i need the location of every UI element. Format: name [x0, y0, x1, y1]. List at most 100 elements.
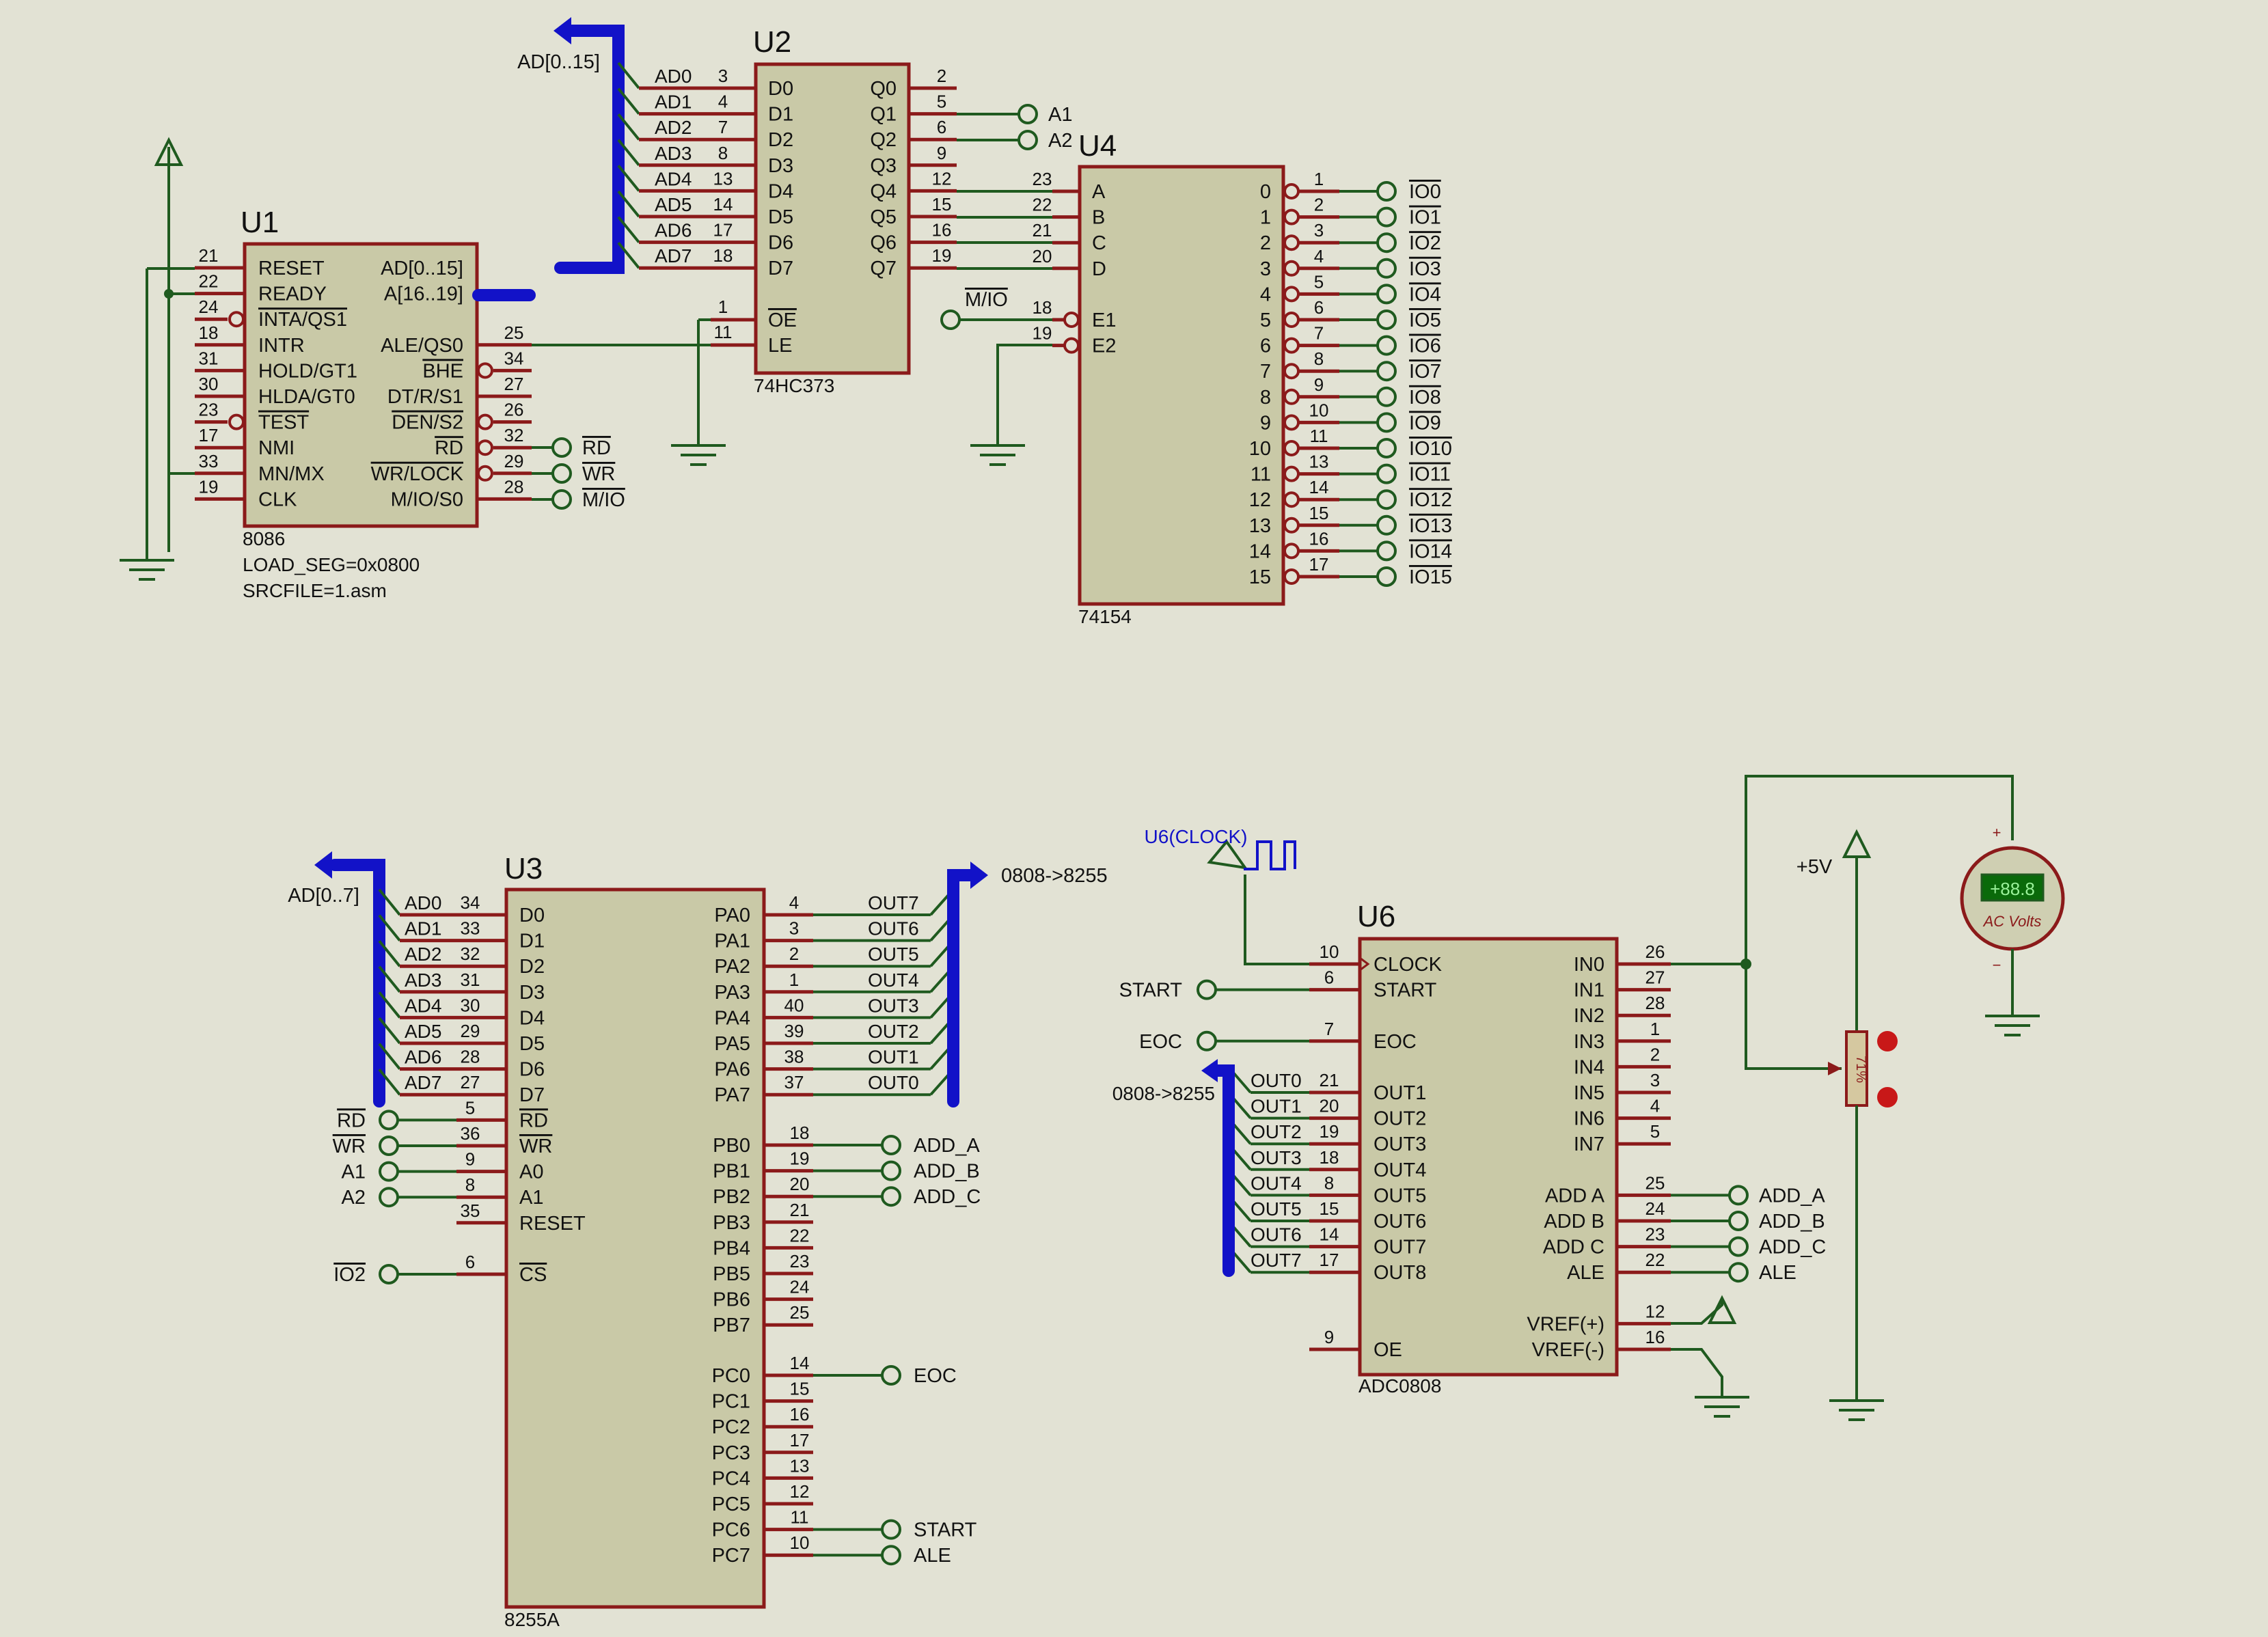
terminal-io8	[1376, 386, 1397, 407]
u3-pin-number: 40	[784, 995, 804, 1015]
u6-pin-number: 21	[1320, 1070, 1339, 1090]
u2-pin-number: 12	[932, 168, 952, 189]
terminal-add_a	[1728, 1185, 1749, 1206]
u4-pin-number: 4	[1314, 246, 1324, 266]
u4-pin-number: 16	[1309, 528, 1329, 549]
io-net-label: IO5	[1409, 309, 1441, 331]
u6-pin-number: 7	[1324, 1019, 1334, 1039]
u3-pin-name: PC5	[712, 1494, 750, 1515]
supply-arrow	[1842, 829, 1872, 858]
terminal-a1	[379, 1161, 399, 1182]
u6-pin-name: VREF(-)	[1532, 1339, 1604, 1361]
u1-pin-number: 18	[199, 322, 219, 343]
bus-label-0808-8255: 0808->8255	[1001, 865, 1108, 887]
u4-pin-bubble	[1283, 208, 1300, 225]
u4-pin-number: 5	[1314, 271, 1324, 292]
terminal-add_c	[881, 1186, 901, 1207]
u6-pin-number: 16	[1645, 1327, 1665, 1347]
u3-chip-body	[504, 888, 766, 1609]
u3-pin-name: PB6	[713, 1289, 750, 1311]
terminal-label: M/IO	[582, 489, 625, 511]
u2-pin-number: 17	[713, 220, 733, 240]
u1-pin-number: 29	[504, 451, 524, 471]
terminal-label: RD	[582, 437, 611, 459]
u4-pin-name: 0	[1260, 181, 1271, 203]
u3-pin-number: 5	[465, 1097, 475, 1118]
io-net-label: IO9	[1409, 412, 1441, 434]
terminal-mio	[940, 309, 961, 330]
u2-pin-number: 18	[713, 245, 733, 266]
u4-pin-bubble	[1283, 414, 1300, 431]
u6-pin-name: OUT8	[1374, 1262, 1426, 1284]
pot-decrease-icon[interactable]	[1877, 1087, 1898, 1108]
bus-entry	[378, 914, 401, 941]
terminal-io2	[379, 1264, 399, 1284]
wire	[1671, 1348, 1723, 1390]
u4-pin-name: 10	[1249, 438, 1271, 460]
io-net-label: IO10	[1409, 438, 1452, 460]
u3-pin-number: 37	[784, 1072, 804, 1092]
u1-pin-name: RESET	[258, 258, 325, 279]
u6-pin-number: 23	[1645, 1224, 1665, 1245]
net-label: OUT3	[1251, 1147, 1302, 1168]
net-label: OUT1	[868, 1047, 919, 1068]
io-net-label: IO7	[1409, 361, 1441, 383]
bus-entry	[378, 991, 401, 1019]
u6-pin-name: OE	[1374, 1339, 1402, 1361]
net-label: OUT1	[1251, 1096, 1302, 1117]
u3-pin-name: D3	[519, 982, 545, 1004]
clock-source-icon	[1207, 839, 1248, 870]
io-net-label: IO2	[1409, 232, 1441, 254]
u2-pin-number: 11	[714, 322, 733, 342]
terminal-label: EOC	[1139, 1031, 1182, 1053]
u4-pin-bubble	[1063, 312, 1080, 328]
u1-pin-name: NMI	[258, 437, 295, 459]
u4-pin-name: A	[1092, 181, 1106, 203]
u3-pin-number: 35	[461, 1200, 480, 1221]
u3-pin-number: 36	[461, 1123, 480, 1144]
u3-pin-name: PA1	[714, 931, 750, 952]
u1-pin-number: 28	[504, 476, 524, 497]
u3-pin-name: PB7	[713, 1315, 750, 1336]
u4-pin-bubble	[1283, 234, 1300, 251]
u1-pin-name: CLK	[258, 489, 297, 510]
u6-pin-name: OUT7	[1374, 1237, 1426, 1258]
u4-pin-bubble	[1283, 260, 1300, 277]
u4-pin-number: 18	[1033, 297, 1052, 318]
u1-pin-name: M/IO/S0	[391, 489, 463, 510]
u3-pin-name: D0	[519, 905, 545, 926]
u4-pin-name: 15	[1249, 566, 1271, 588]
ad-bus	[554, 25, 625, 274]
terminal-label: A1	[342, 1161, 366, 1183]
u3-pin-number: 29	[461, 1021, 480, 1041]
u4-pin-bubble	[1063, 337, 1080, 354]
u6-pin-number: 10	[1320, 941, 1339, 962]
io-net-label: IO0	[1409, 181, 1441, 203]
u3-pin-name: WR	[519, 1136, 552, 1157]
u6-pin-number: 9	[1324, 1327, 1334, 1347]
u3-pin-number: 24	[790, 1277, 810, 1297]
u4-pin-number: 2	[1314, 195, 1324, 215]
pot-increase-icon[interactable]	[1877, 1031, 1898, 1051]
terminal-label: ADD_C	[1759, 1237, 1826, 1258]
u6-pin-number: 26	[1645, 941, 1665, 962]
terminal-rd	[551, 437, 572, 458]
u3-pin-number: 17	[790, 1430, 810, 1450]
terminal-add_a	[881, 1135, 901, 1155]
u3-pin-number: 1	[789, 969, 799, 990]
u6-pin-number: 22	[1645, 1250, 1665, 1270]
u6-pin-number: 6	[1324, 967, 1334, 988]
u6-pin-number: 8	[1324, 1172, 1334, 1193]
u2-pin-name: Q1	[870, 104, 897, 126]
u4-pin-name: 7	[1260, 361, 1271, 383]
terminal-rd	[379, 1110, 399, 1131]
terminal-ale	[881, 1545, 901, 1566]
u3-pin-number: 12	[790, 1481, 810, 1502]
u2-pin-name: D3	[768, 155, 793, 177]
u6-pin-name: IN0	[1574, 954, 1604, 976]
u1-pin-number: 24	[199, 297, 219, 317]
u3-pin-name: PB1	[713, 1161, 750, 1183]
io-net-label: IO8	[1409, 387, 1441, 409]
ad0-7-bus	[329, 859, 385, 1108]
